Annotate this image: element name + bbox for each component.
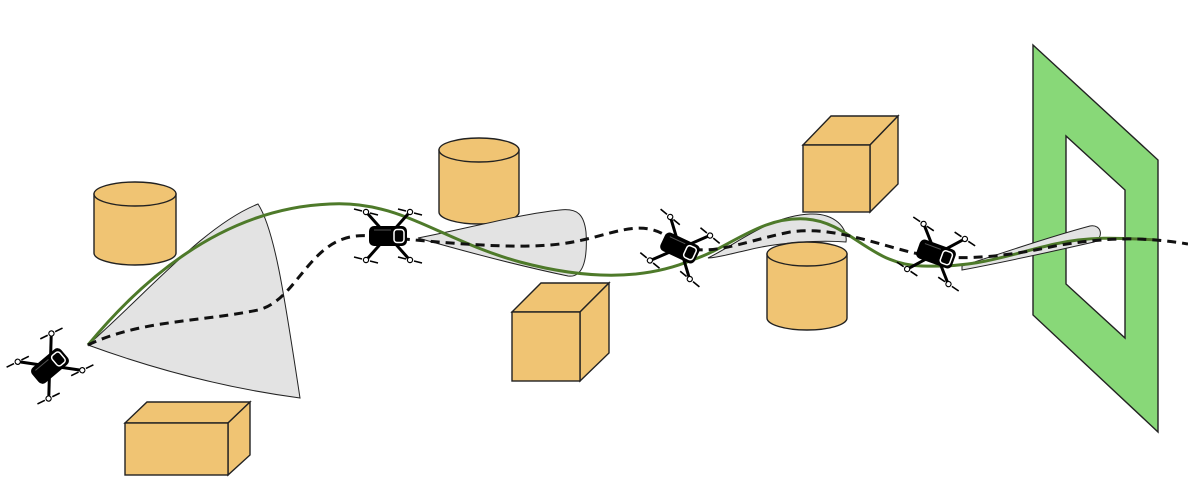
cylinder-obstacle xyxy=(93,181,177,266)
uncertainty-region xyxy=(961,225,1101,271)
uncertainty-region xyxy=(417,209,587,277)
cylinder-obstacle xyxy=(766,241,848,331)
uncertainty-region xyxy=(87,203,301,399)
executed-trajectory xyxy=(87,226,1188,347)
drone-icon xyxy=(636,207,724,289)
box-obstacle xyxy=(123,400,252,477)
box-obstacle xyxy=(510,281,611,383)
box-obstacle xyxy=(801,114,900,214)
drone-icon xyxy=(893,215,979,293)
drone-icon xyxy=(5,321,95,411)
cylinder-obstacle xyxy=(438,137,520,225)
